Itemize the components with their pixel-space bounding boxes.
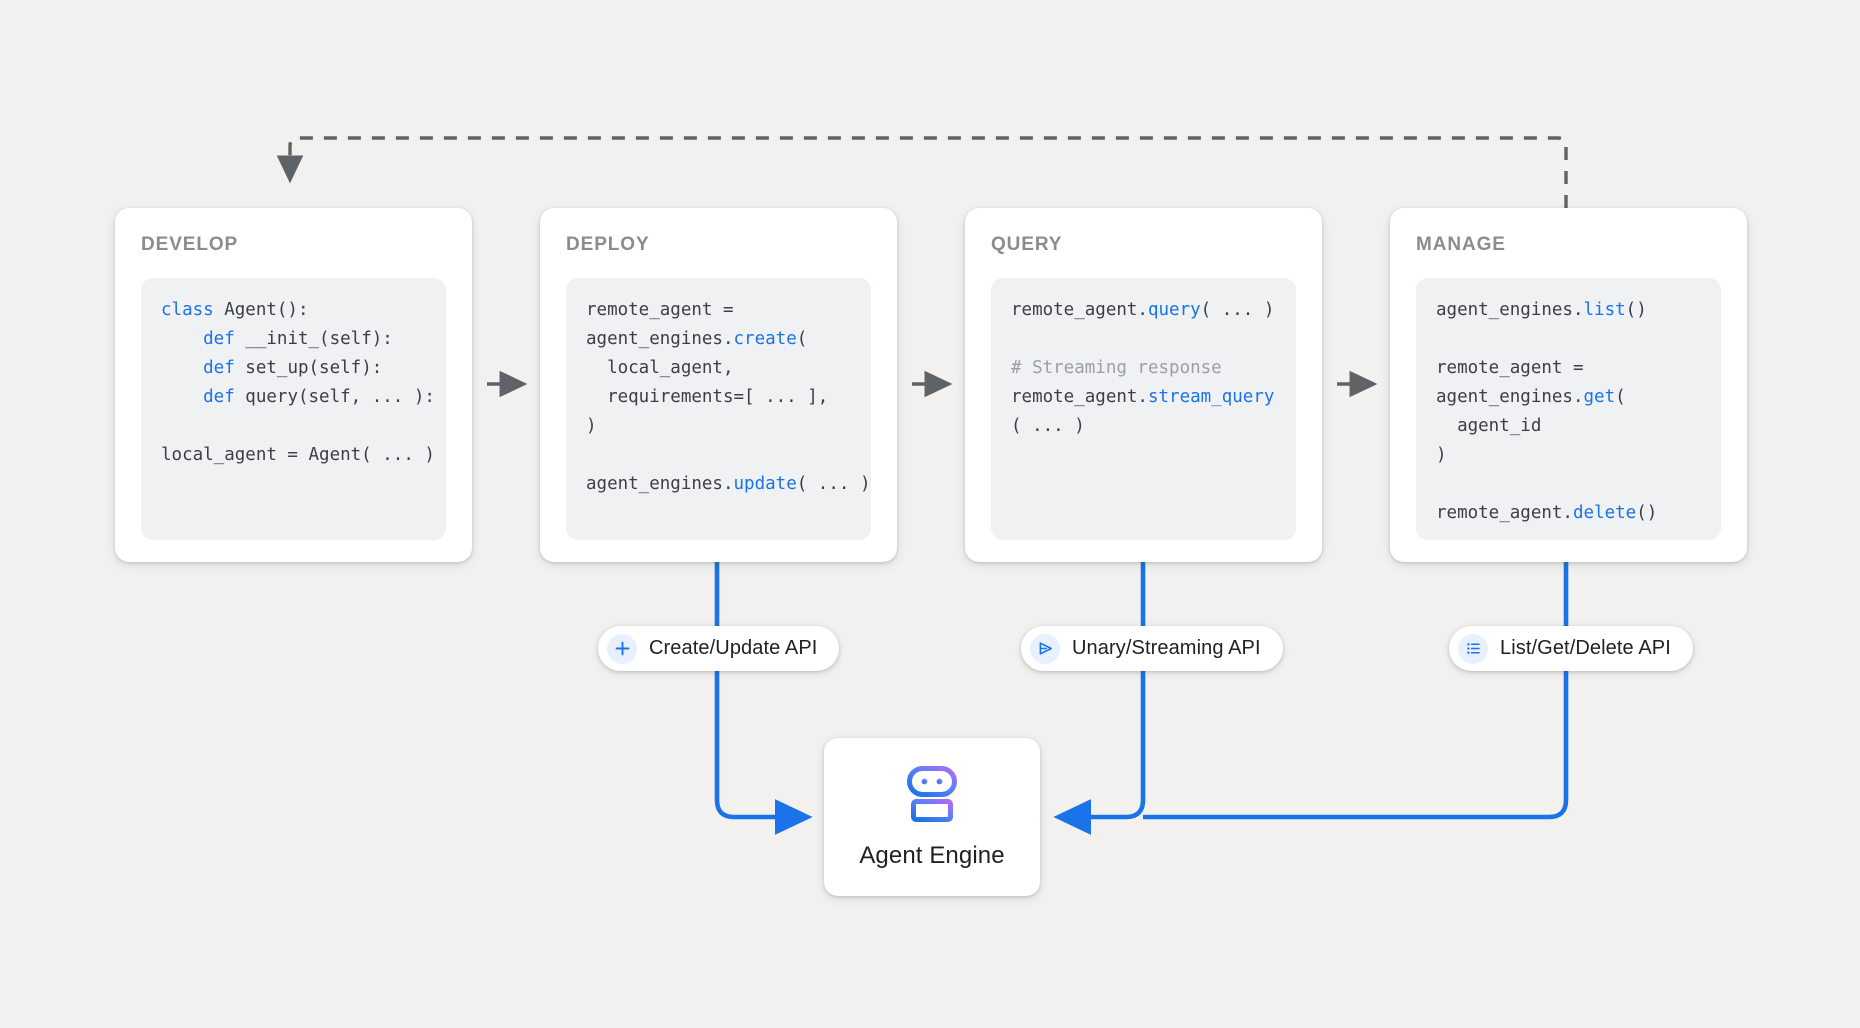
stage-title-query: QUERY [991, 234, 1063, 255]
wire-query-to-agent-engine [1053, 562, 1146, 835]
api-pill-create-update[interactable]: Create/Update API [598, 626, 840, 671]
plus-icon [607, 633, 637, 664]
stage-card-develop[interactable]: DEVELOP class Agent(): def __init_(self)… [115, 208, 472, 562]
api-pill-label: Create/Update API [649, 637, 818, 659]
wire-manage-to-agent-engine [1143, 562, 1569, 820]
api-pill-label: List/Get/Delete API [1500, 637, 1671, 659]
stage-card-deploy[interactable]: DEPLOY remote_agent = agent_engines.crea… [540, 208, 897, 562]
api-pill-list-get-delete[interactable]: List/Get/Delete API [1449, 626, 1693, 671]
robot-icon [899, 765, 965, 828]
list-icon [1458, 633, 1488, 664]
stage-title-manage: MANAGE [1416, 234, 1506, 255]
send-triangle-icon [1030, 633, 1060, 664]
stage-title-develop: DEVELOP [141, 234, 239, 255]
code-block-manage: agent_engines.list() remote_agent = agen… [1416, 278, 1721, 540]
agent-engine-node[interactable]: Agent Engine [824, 738, 1040, 896]
code-block-query: remote_agent.query( ... ) # Streaming re… [991, 278, 1296, 540]
api-pill-unary-streaming[interactable]: Unary/Streaming API [1021, 626, 1283, 671]
agent-engine-label: Agent Engine [859, 841, 1005, 869]
wire-deploy-to-agent-engine [714, 562, 813, 835]
code-block-develop: class Agent(): def __init_(self): def se… [141, 278, 446, 540]
feedback-loop-arrow [276, 136, 1568, 208]
api-pill-label: Unary/Streaming API [1072, 637, 1261, 659]
stage-card-query[interactable]: QUERY remote_agent.query( ... ) # Stream… [965, 208, 1322, 562]
stage-card-manage[interactable]: MANAGE agent_engines.list() remote_agent… [1390, 208, 1747, 562]
stage-title-deploy: DEPLOY [566, 234, 650, 255]
code-block-deploy: remote_agent = agent_engines.create( loc… [566, 278, 871, 540]
